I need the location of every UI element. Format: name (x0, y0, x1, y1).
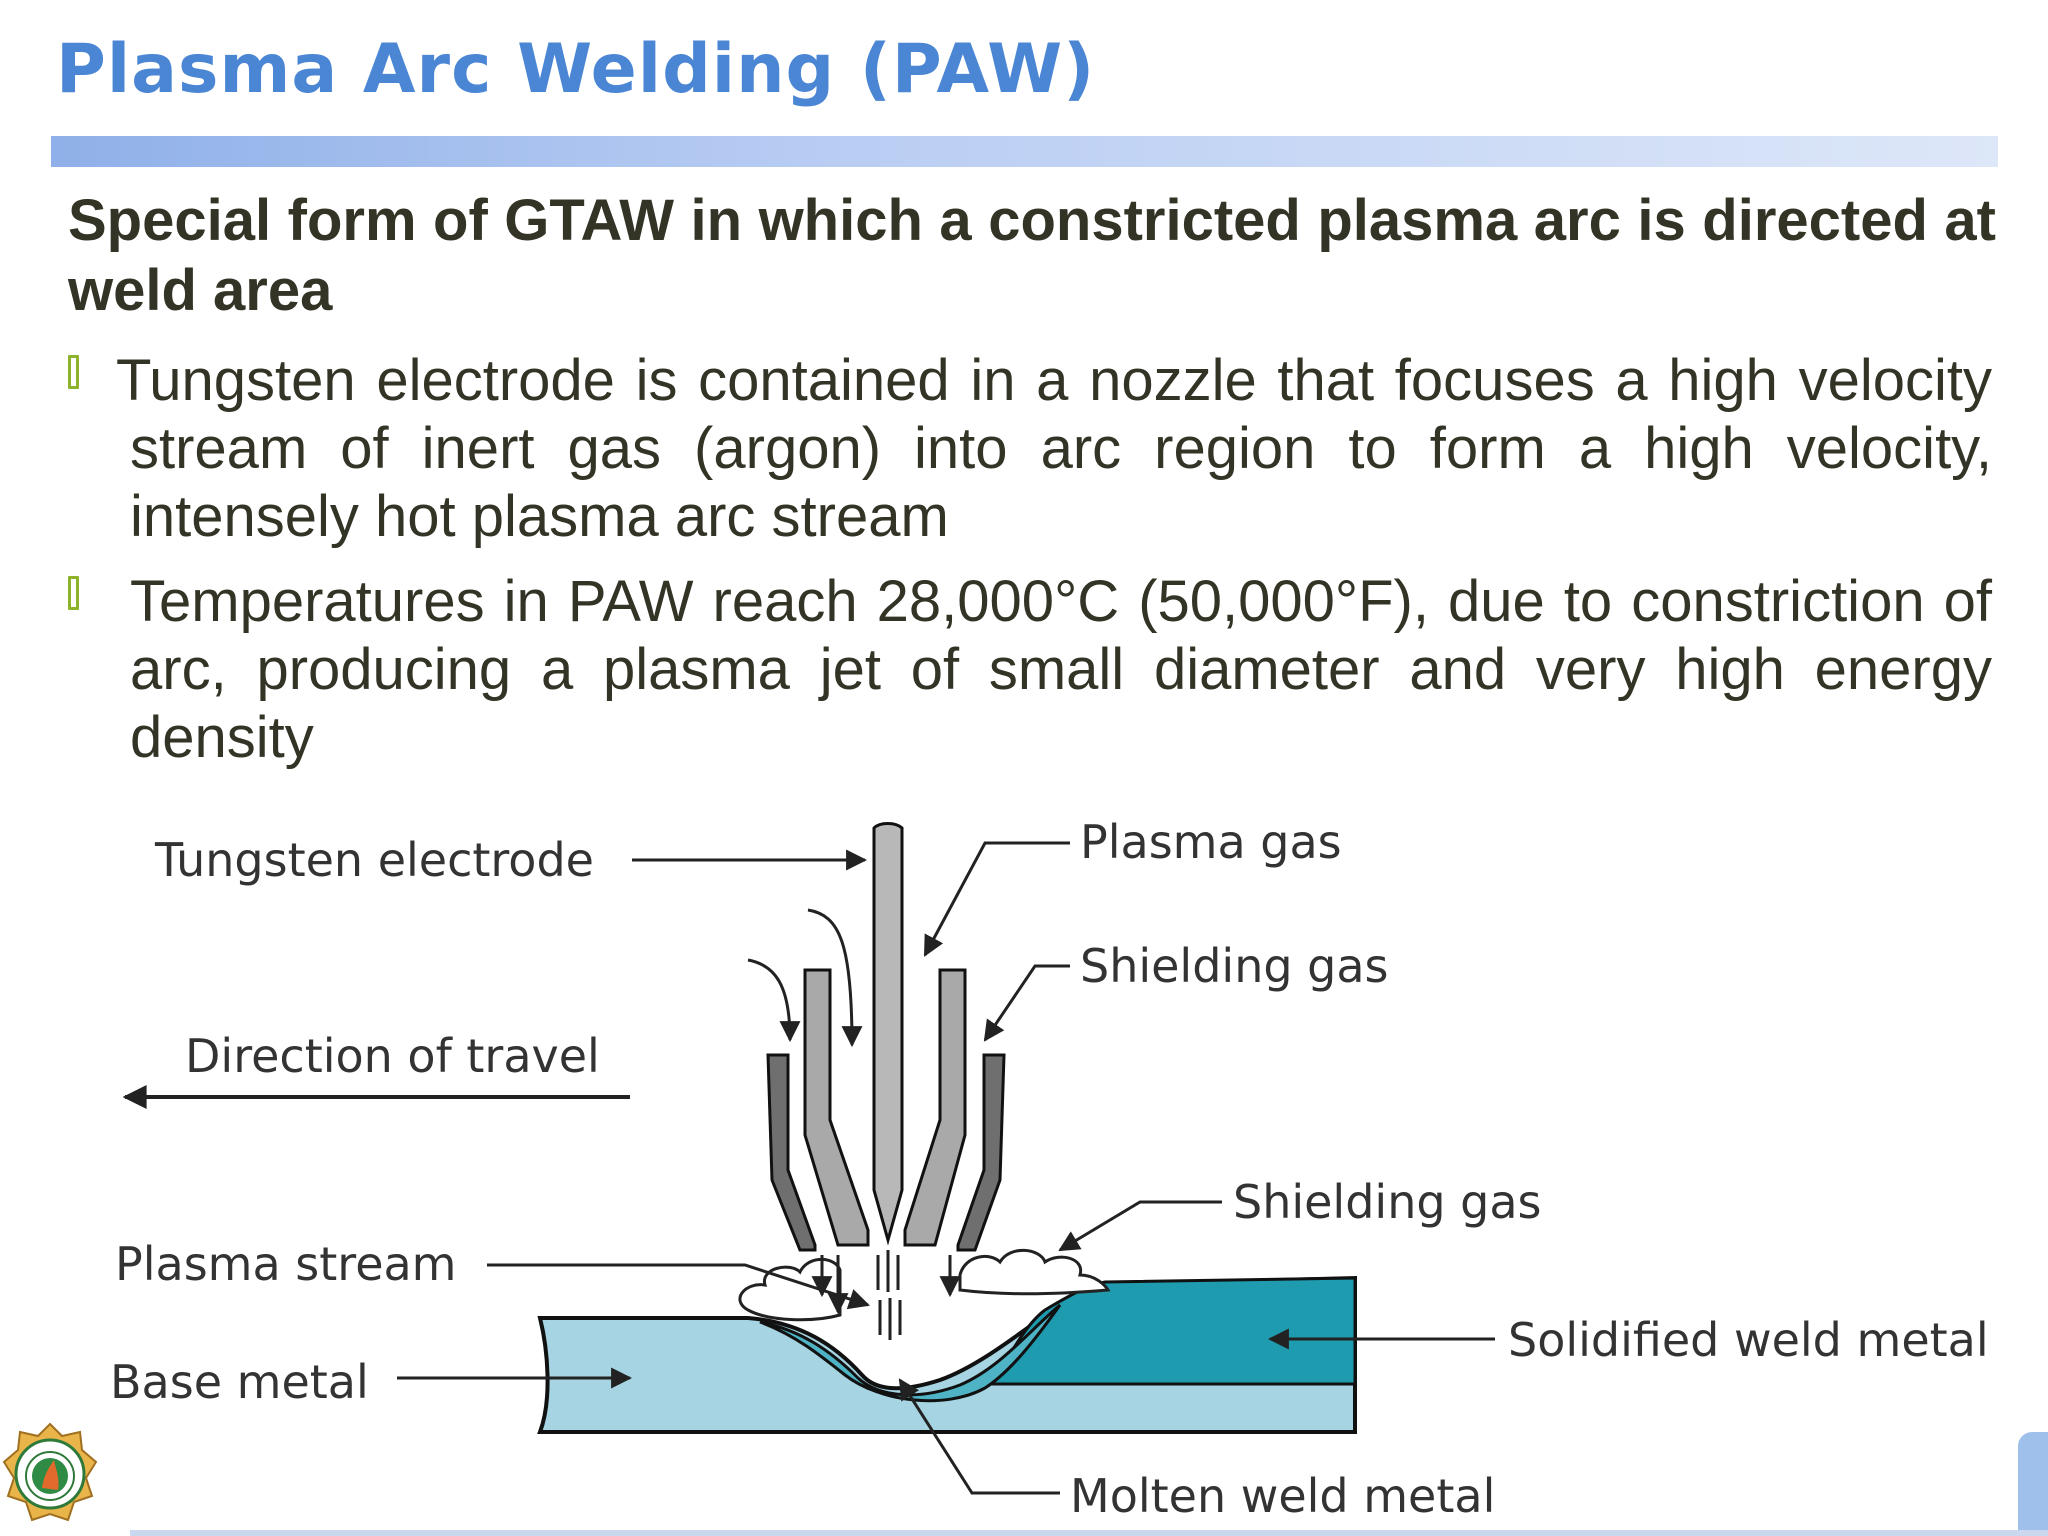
bullet-text: Temperatures in PAW reach 28,000°C (50,0… (130, 569, 1992, 770)
label-shielding-gas-top: Shielding gas (1080, 939, 1389, 993)
title-underline-bar (51, 136, 1998, 167)
label-tungsten-electrode: Tungsten electrode (154, 833, 594, 887)
bullet-item: Tungsten electrode is contained in a noz… (68, 347, 1992, 551)
leader-molten-weld (898, 1378, 1060, 1495)
corner-tab (2018, 1432, 2048, 1532)
leader-shielding-gas-lower (1058, 1200, 1222, 1252)
label-solidified-weld-metal: Solidified weld metal (1508, 1313, 1989, 1367)
label-direction-of-travel: Direction of travel (185, 1029, 600, 1083)
shielding-gas-cloud-right (958, 1248, 1111, 1296)
footer-line (130, 1530, 2048, 1536)
label-plasma-gas: Plasma gas (1080, 815, 1342, 869)
slide-subtitle: Special form of GTAW in which a constric… (68, 188, 1996, 323)
bullet-item: Temperatures in PAW reach 28,000°C (50,0… (68, 568, 1992, 772)
outer-nozzle-right (956, 1053, 1006, 1252)
label-base-metal: Base metal (110, 1355, 369, 1409)
molten-weld-pool (759, 1303, 1062, 1403)
outer-nozzle-left (766, 1053, 817, 1252)
leader-shielding-gas-top (983, 964, 1070, 1042)
label-molten-weld-metal: Molten weld metal (1070, 1469, 1495, 1523)
university-seal-icon (2, 1422, 98, 1522)
slide-title: Plasma Arc Welding (PAW) (56, 30, 1096, 109)
label-plasma-stream: Plasma stream (115, 1237, 457, 1291)
gas-flow-arrows (747, 908, 961, 1315)
tungsten-electrode-rod (872, 822, 904, 1246)
solidified-weld-metal (989, 1276, 1357, 1386)
leader-plasma-gas (923, 841, 1070, 957)
plasma-stream-lines (876, 1250, 902, 1340)
inner-nozzle-left (803, 968, 870, 1247)
square-bullet-icon (68, 355, 79, 389)
label-shielding-gas-lower: Shielding gas (1233, 1175, 1542, 1229)
leader-plasma-stream (487, 1263, 870, 1310)
bullet-text: Tungsten electrode is contained in a noz… (116, 348, 1992, 549)
paw-diagram: Tungsten electrode Plasma gas Shielding … (110, 815, 1989, 1523)
square-bullet-icon (68, 576, 79, 610)
shielding-gas-cloud-left (738, 1257, 842, 1322)
inner-nozzle-right (903, 968, 967, 1247)
